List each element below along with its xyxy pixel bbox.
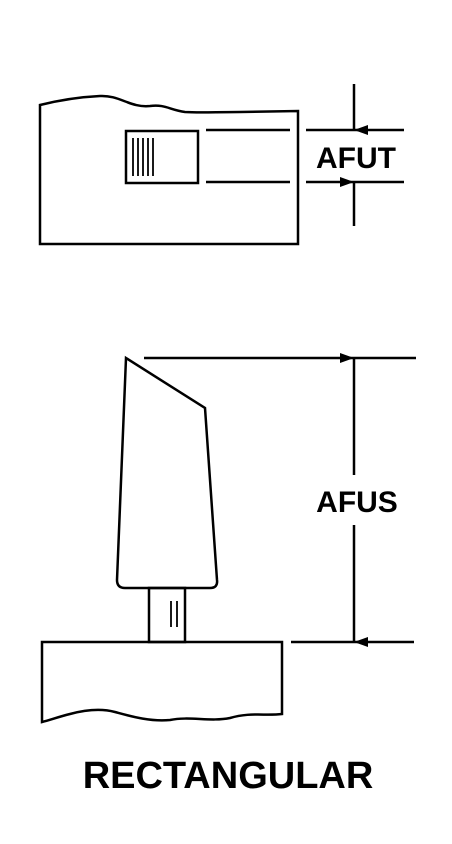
afus-label: AFUS — [316, 486, 398, 519]
top-view — [38, 84, 404, 246]
afut-label: AFUT — [316, 142, 396, 175]
fuse-body-outline — [115, 355, 219, 590]
shape-caption: RECTANGULAR — [83, 755, 374, 797]
top-fuse-body — [124, 129, 200, 185]
fuse-leg — [147, 586, 187, 644]
top-fuse-hatch — [132, 138, 154, 176]
top-board-outline — [38, 94, 300, 246]
side-board-outline — [40, 640, 284, 724]
side-view — [40, 353, 416, 724]
